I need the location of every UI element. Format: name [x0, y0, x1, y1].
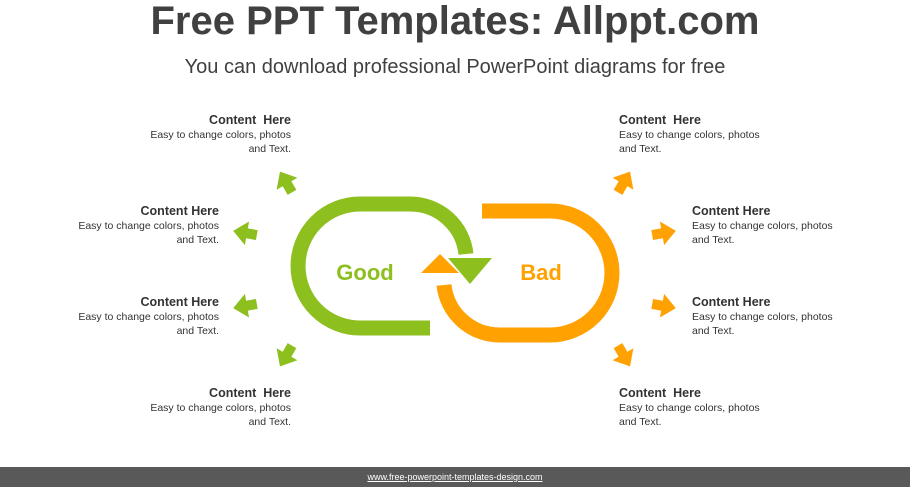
right-content-block-2: Content Here Easy to change colors, phot… [692, 203, 837, 247]
left-arrow-4-icon [276, 343, 298, 367]
right-content-title: Content Here [619, 113, 701, 127]
right-content-title: Content Here [692, 204, 771, 218]
right-content-block-1: Content Here Easy to change colors, phot… [619, 112, 779, 156]
good-label: Good [336, 260, 393, 285]
right-content-body: Easy to change colors, photos and Text. [619, 402, 760, 428]
good-loop-path [290, 196, 474, 336]
footer-link[interactable]: www.free-powerpoint-templates-design.com [367, 472, 543, 482]
bad-label: Bad [520, 260, 562, 285]
left-arrow-2-icon [233, 221, 258, 246]
page-subtitle: You can download professional PowerPoint… [184, 56, 726, 78]
left-content-block-3: Content Here Easy to change colors, phot… [59, 294, 219, 338]
left-arrow-1-icon [276, 171, 298, 195]
left-content-block-1: Content Here Easy to change colors, phot… [131, 112, 291, 156]
footer-bar: www.free-powerpoint-templates-design.com [0, 467, 910, 487]
page-title: Free PPT Templates: Allppt.com [150, 0, 760, 43]
right-arrow-4-icon [612, 343, 634, 367]
right-content-body: Easy to change colors, photos and Text. [692, 220, 833, 246]
left-content-title: Content Here [140, 204, 219, 218]
left-content-body: Easy to change colors, photos and Text. [150, 129, 291, 155]
right-content-block-3: Content Here Easy to change colors, phot… [692, 294, 837, 338]
right-arrow-1-icon [612, 171, 634, 195]
left-content-body: Easy to change colors, photos and Text. [78, 220, 219, 246]
right-content-title: Content Here [619, 386, 701, 400]
bad-loop-path [436, 203, 620, 343]
left-content-block-2: Content Here Easy to change colors, phot… [59, 203, 219, 247]
right-content-body: Easy to change colors, photos and Text. [692, 311, 833, 337]
right-arrow-2-icon [651, 221, 676, 246]
left-content-title: Content Here [140, 295, 219, 309]
right-content-title: Content Here [692, 295, 771, 309]
bad-loop-arrowhead [421, 254, 459, 273]
left-content-body: Easy to change colors, photos and Text. [78, 311, 219, 337]
right-content-body: Easy to change colors, photos and Text. [619, 129, 760, 155]
left-arrow-3-icon [233, 293, 258, 318]
right-arrow-3-icon [651, 293, 676, 318]
left-content-body: Easy to change colors, photos and Text. [150, 402, 291, 428]
right-content-block-4: Content Here Easy to change colors, phot… [619, 385, 779, 429]
left-content-block-4: Content Here Easy to change colors, phot… [131, 385, 291, 429]
good-loop-arrowhead [448, 258, 492, 284]
left-content-title: Content Here [209, 386, 291, 400]
left-content-title: Content Here [209, 113, 291, 127]
